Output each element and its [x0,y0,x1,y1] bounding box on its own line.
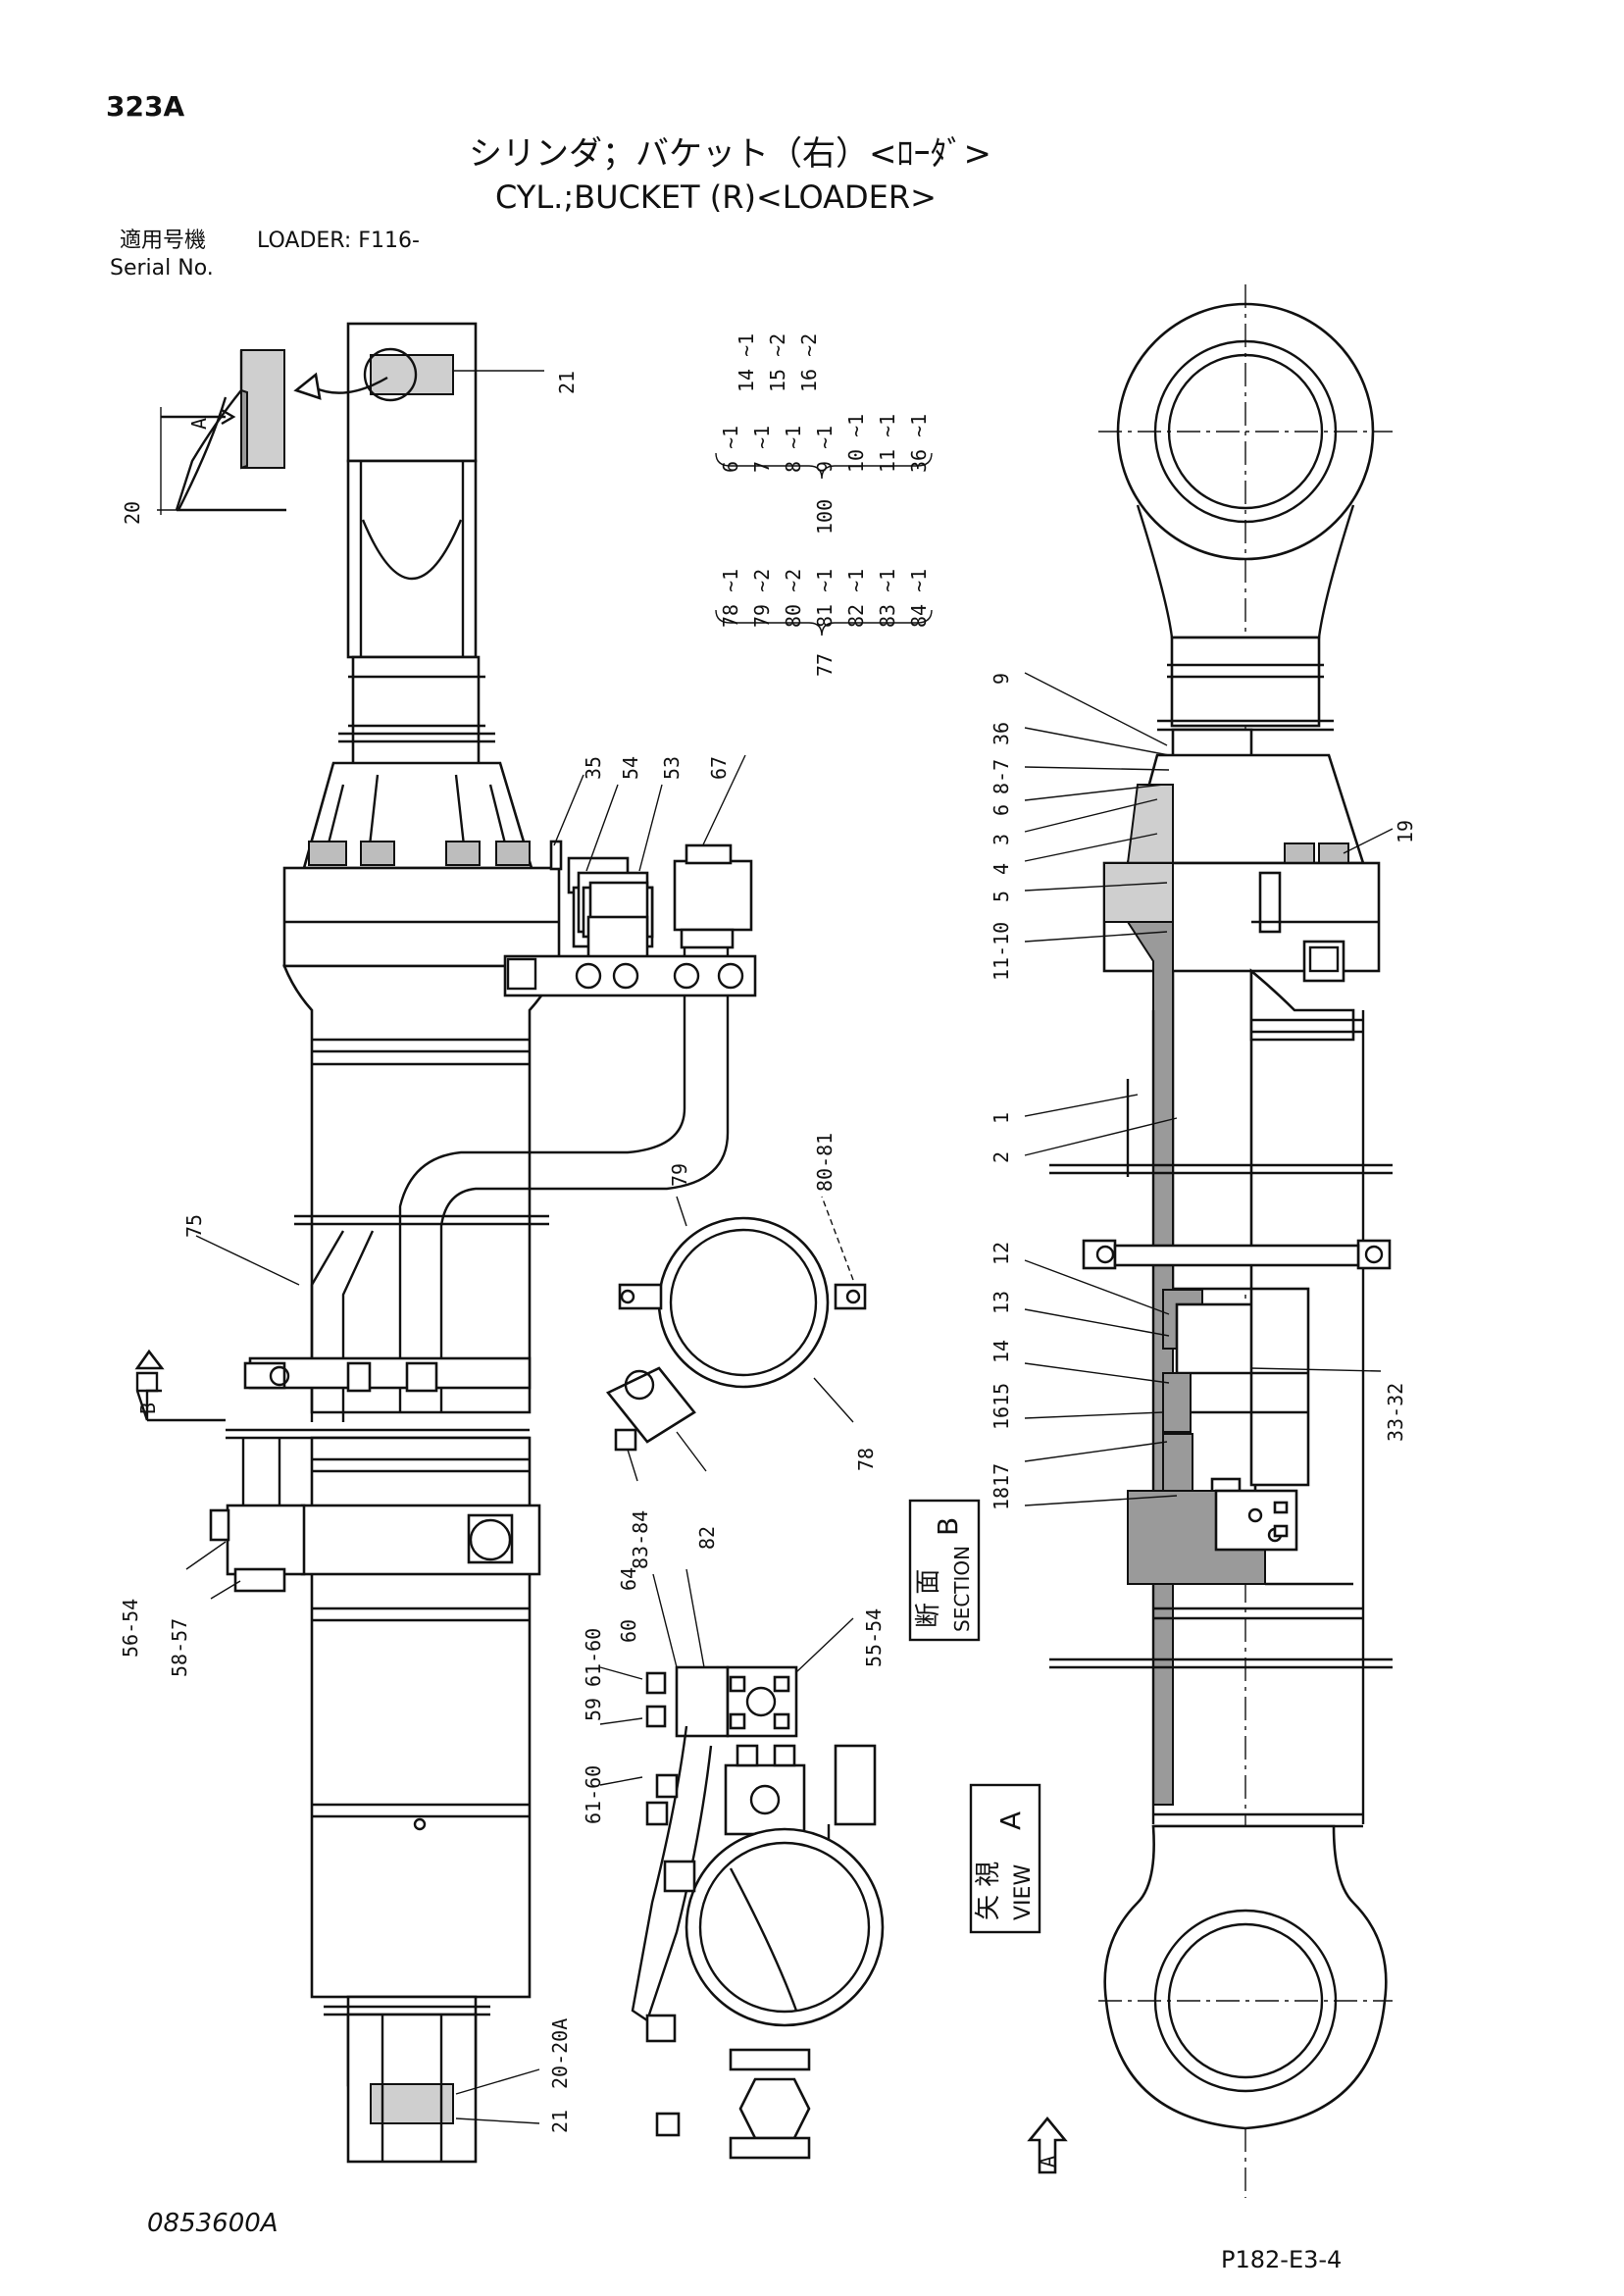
callout-61-60-b: 61-60 [582,1765,605,1824]
g100-child-4: 10 ~1 [844,414,868,473]
callout-19: 19 [1394,820,1417,843]
drawing-number: 0853600A [147,2209,279,2238]
callout-6: 6 [990,804,1013,816]
callout-75: 75 [182,1214,206,1238]
group-77: 78 ~1 79 ~2 80 ~2 81 ~1 82 ~1 83 ~1 84 ~… [715,569,933,677]
detail-a-letter: A [187,418,211,430]
view-jp: 矢 視 [974,1862,1003,1920]
callout-4: 4 [990,863,1013,875]
g77-child-5: 83 ~1 [876,569,899,628]
section-jp: 断 面 [914,1569,943,1628]
callout-1: 1 [990,1112,1013,1124]
g100-extra-2: 16 ~2 [797,333,821,392]
callout-14: 14 [990,1340,1013,1363]
callout-20: 20 [121,501,144,525]
title-japanese: シリンダ；バケット（右）<ﾛｰﾀﾞ> [469,134,991,174]
view-a-assembly: 61-60 59 61-60 60 64 55-54 [582,1567,886,2160]
callout-82: 82 [695,1526,719,1550]
g100-child-5: 11 ~1 [876,414,899,473]
callout-11-10: 11-10 [990,922,1013,981]
view-a-label: 矢 視 VIEW A [969,1783,1041,1934]
g77-child-4: 82 ~1 [844,569,868,628]
callout-79: 79 [668,1163,691,1187]
g77-child-2: 80 ~2 [782,569,805,628]
callout-36: 36 [990,722,1013,745]
view-a-arrow-letter: A [1036,2156,1059,2168]
band-clamp: 79 80-81 78 83-84 82 [605,1133,878,1569]
callout-12: 12 [990,1242,1013,1265]
left-cylinder: 21 75 [119,322,757,2164]
callout-21-bottom: 21 [548,2110,572,2133]
view-letter: A [994,1811,1027,1830]
callout-78: 78 [854,1448,878,1471]
callout-58-57: 58-57 [168,1618,191,1677]
page-code: 323A [106,90,184,123]
callout-33-32: 33-32 [1384,1383,1407,1442]
serial-label: Serial No. [110,256,214,281]
title-english: CYL.;BUCKET (R)<LOADER> [495,179,937,216]
g77-child-3: 81 ~1 [813,569,837,628]
callout-61-60-a: 61-60 [582,1628,605,1687]
callout-59: 59 [582,1698,605,1721]
g100-extra-1: 15 ~2 [766,333,789,392]
callout-20-20a: 20-20A [548,2018,572,2089]
page-reference: P182-E3-4 [1221,2246,1342,2273]
view-b-letter: B [136,1403,160,1414]
g77-parent: 77 [813,653,837,677]
callout-80-81: 80-81 [813,1133,837,1192]
callout-83-84: 83-84 [629,1510,652,1569]
callout-60: 60 [617,1619,640,1643]
section-b-label: 断 面 SECTION B [908,1499,981,1642]
detail-a-inset: A 20 [121,349,286,525]
g100-parent: 100 [813,499,837,535]
callout-3: 3 [990,834,1013,845]
callout-5: 5 [990,891,1013,902]
callout-13: 13 [990,1291,1013,1314]
g77-child-1: 79 ~2 [750,569,774,628]
g100-extra-0: 14 ~1 [735,333,758,392]
callout-64: 64 [617,1567,640,1591]
applicable-label: 適用号機 [120,229,206,253]
right-cylinder-section: A 9 36 8-7 6 3 4 5 11-10 19 1 2 12 13 14… [990,284,1417,2198]
callout-21-top: 21 [555,371,579,394]
callout-2: 2 [990,1151,1013,1163]
g100-child-1: 7 ~1 [750,426,774,473]
callout-16-15: 1615 [990,1383,1013,1430]
g77-child-6: 84 ~1 [907,569,931,628]
section-letter: B [932,1517,964,1536]
callout-35: 35 [582,756,605,780]
callout-9: 9 [990,673,1013,685]
callout-67: 67 [707,756,731,780]
view-en: VIEW [1011,1864,1036,1920]
g100-child-3: 9 ~1 [813,426,837,473]
callout-54: 54 [619,756,642,780]
callout-53: 53 [660,756,684,780]
applicable-value: LOADER: F116- [257,229,420,253]
callout-8-7: 8-7 [990,759,1013,794]
callout-56-54: 56-54 [119,1599,142,1658]
g100-child-2: 8 ~1 [782,426,805,473]
section-en: SECTION [950,1546,974,1632]
group-100: 14 ~1 15 ~2 16 ~2 6 ~1 7 ~1 8 ~1 9 ~1 10… [715,333,933,535]
g77-child-0: 78 ~1 [719,569,742,628]
callout-55-54: 55-54 [862,1608,886,1667]
callout-18-17: 1817 [990,1463,1013,1510]
